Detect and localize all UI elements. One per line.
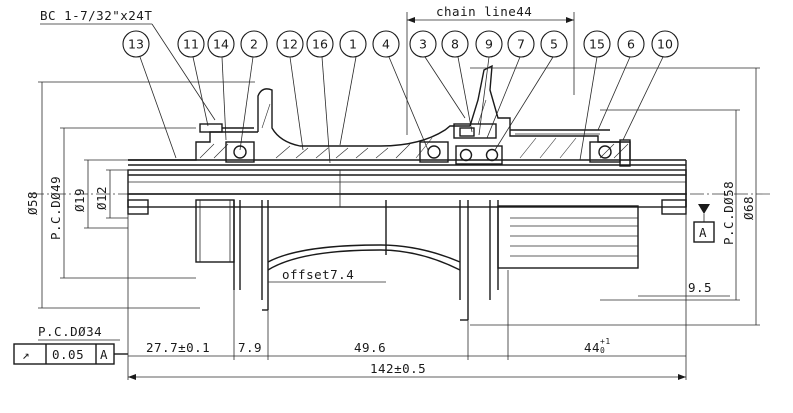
svg-text:10: 10	[657, 37, 673, 52]
svg-text:3: 3	[419, 37, 427, 52]
arrowhead	[566, 17, 574, 23]
runout-datum: A	[100, 347, 108, 362]
dim-44-label: 44	[584, 340, 600, 355]
svg-text:9: 9	[485, 37, 493, 52]
balloon-9: 9	[475, 30, 503, 58]
dim-total-label: 142±0.5	[370, 361, 426, 376]
svg-text:1: 1	[349, 37, 357, 52]
dia-12-label: Ø12	[94, 186, 109, 210]
left-diameter-dims	[38, 81, 255, 309]
chain-line-label: chain line44	[436, 4, 532, 19]
bearing-freehub	[455, 145, 503, 165]
end-cap-right	[619, 139, 631, 167]
svg-text:6: 6	[627, 37, 635, 52]
svg-text:8: 8	[451, 37, 459, 52]
dim-9-5-label: 9.5	[688, 280, 712, 295]
datum-a-symbol	[693, 204, 715, 243]
offset-label: offset7.4	[282, 267, 354, 282]
bearing-right	[589, 141, 621, 163]
balloon-6: 6	[617, 30, 645, 58]
dim-9-5	[638, 214, 730, 300]
dia-19-label: Ø19	[72, 188, 87, 212]
pawl-ratchet	[453, 123, 497, 139]
balloon-3: 3	[409, 30, 437, 58]
runout-symbol: ↗	[22, 347, 30, 362]
arrowhead	[407, 17, 415, 23]
bearing-spec-label: BC 1-7/32"x24T	[40, 8, 152, 23]
lock-ring-left	[199, 123, 254, 133]
svg-text:11: 11	[183, 37, 199, 52]
balloon-2: 2	[240, 30, 268, 58]
axle	[127, 169, 687, 208]
dia-68-label: Ø68	[741, 196, 756, 220]
runout-value: 0.05	[52, 347, 84, 362]
svg-text:12: 12	[282, 37, 298, 52]
balloon-10: 10	[651, 30, 679, 58]
balloon-4: 4	[372, 30, 400, 58]
dim-7-9-label: 7.9	[238, 340, 262, 355]
dim-44-tol-lower: 0	[600, 346, 605, 355]
balloon-1: 1	[339, 30, 367, 58]
bottom-dim-lines	[127, 214, 687, 380]
right-diameter-dims	[470, 67, 760, 326]
svg-text:13: 13	[128, 37, 144, 52]
bearing-drive	[419, 141, 449, 163]
hub-shell-section	[128, 64, 687, 207]
spec-leader	[151, 23, 216, 121]
svg-text:4: 4	[382, 37, 390, 52]
balloon-12: 12	[276, 30, 304, 58]
pcd-49-label: P.C.DØ49	[48, 176, 63, 240]
pcd-34-label: P.C.DØ34	[38, 324, 102, 339]
svg-text:5: 5	[550, 37, 558, 52]
dim-44-tol-upper: +1	[600, 337, 611, 346]
bearing-left	[225, 141, 255, 163]
dim-27-7-label: 27.7±0.1	[146, 340, 210, 355]
balloon-13: 13	[122, 30, 150, 58]
balloon-15: 15	[583, 30, 611, 58]
balloon-7: 7	[507, 30, 535, 58]
dim-49-6-label: 49.6	[354, 340, 386, 355]
svg-text:14: 14	[213, 37, 229, 52]
balloon-8: 8	[441, 30, 469, 58]
svg-text:15: 15	[589, 37, 605, 52]
balloon-14: 14	[207, 30, 235, 58]
datum-a-label: A	[699, 225, 707, 240]
svg-text:2: 2	[250, 37, 258, 52]
svg-text:16: 16	[312, 37, 328, 52]
hub-exterior-view	[127, 199, 687, 321]
pcd-58-label: P.C.DØ58	[721, 181, 736, 245]
balloon-leaders	[139, 56, 664, 164]
dia-58-label: Ø58	[25, 191, 40, 215]
runout-tolerance-frame	[13, 343, 128, 365]
balloon-16: 16	[306, 30, 334, 58]
svg-text:7: 7	[517, 37, 525, 52]
balloon-11: 11	[177, 30, 205, 58]
section-hatching	[199, 99, 629, 159]
balloon-5: 5	[540, 30, 568, 58]
